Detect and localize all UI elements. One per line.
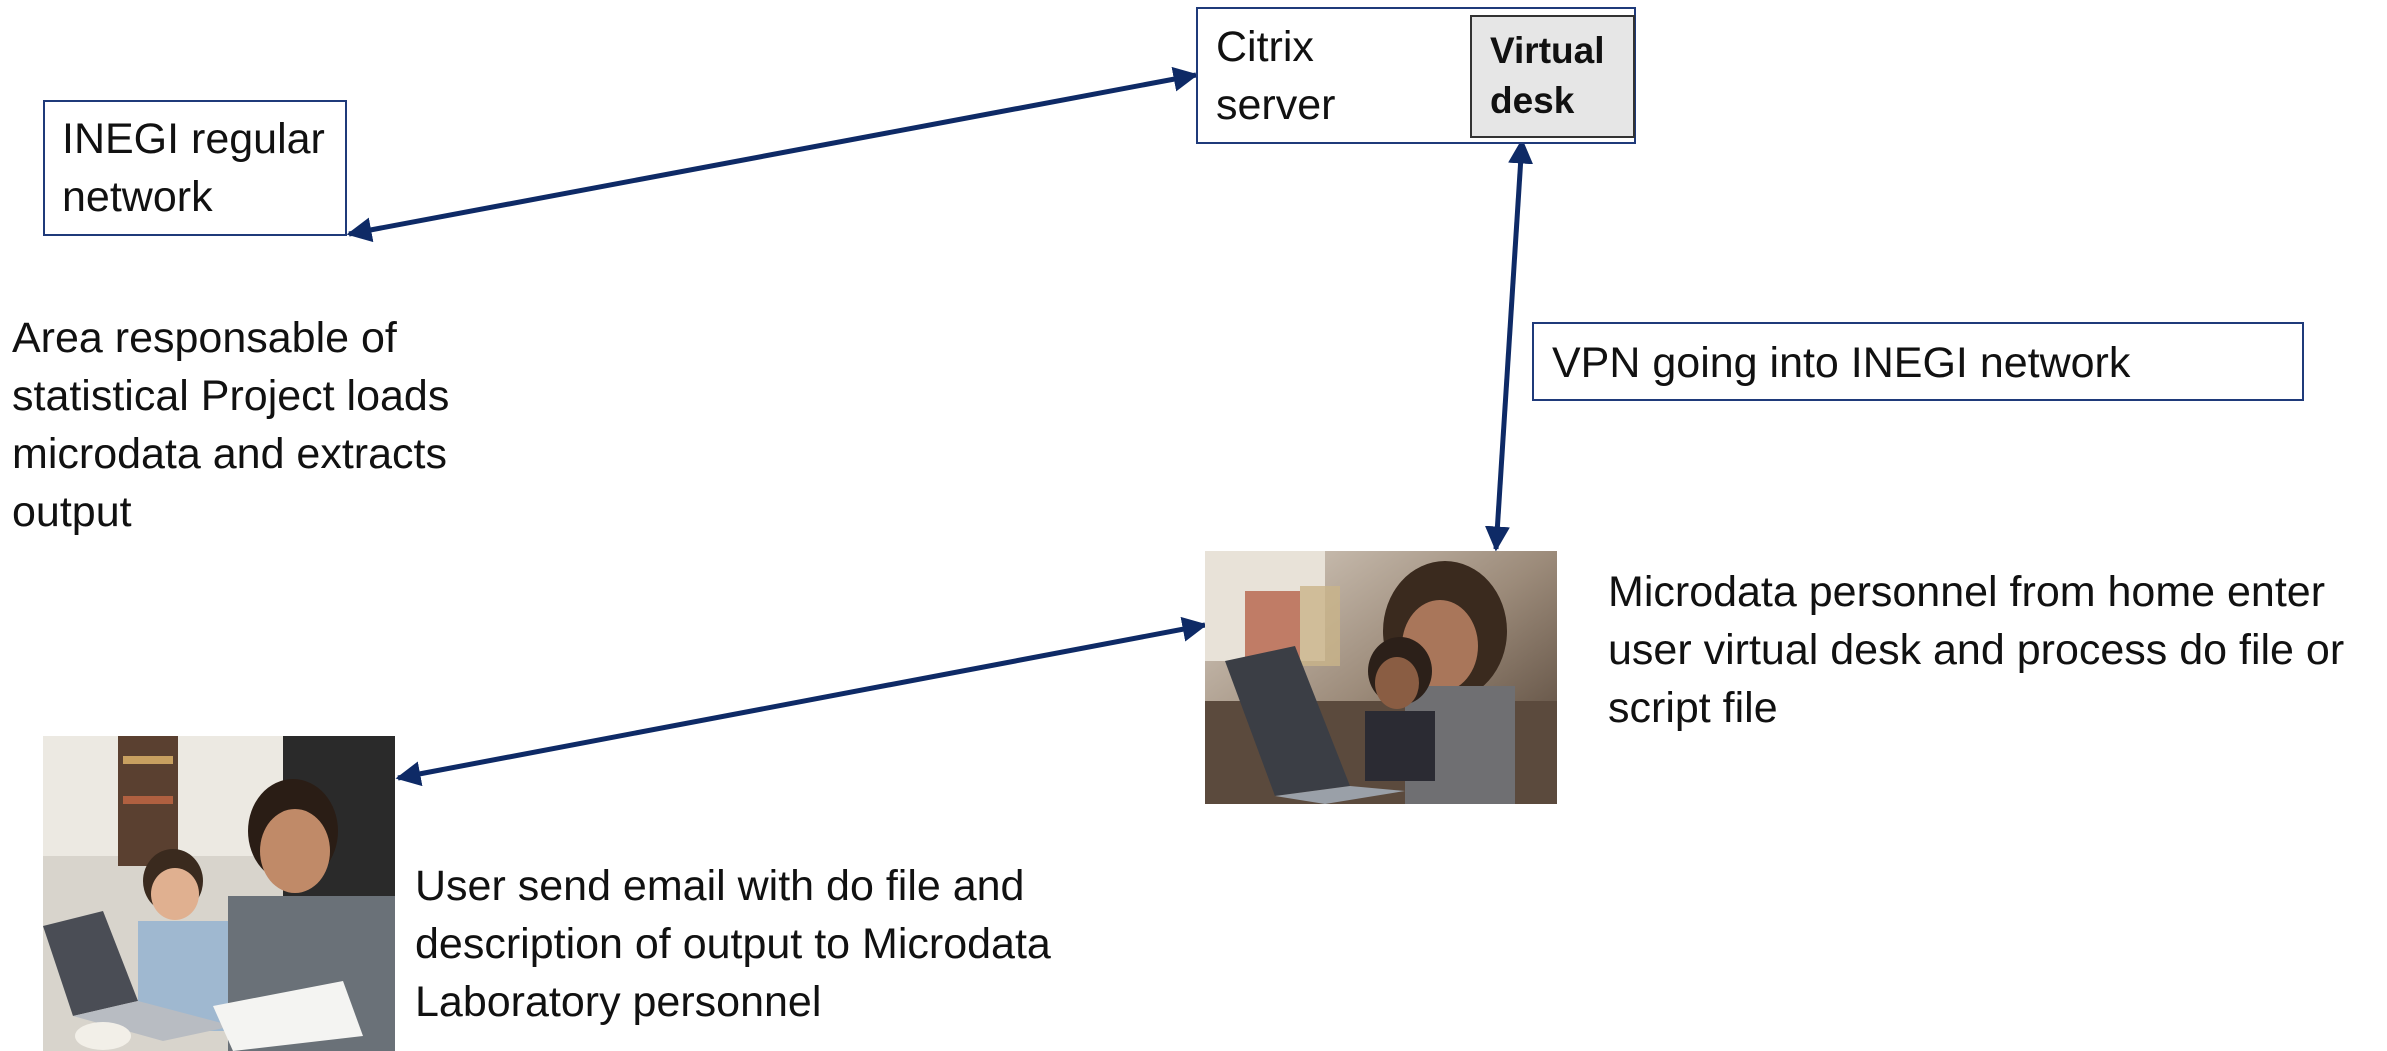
- user-photo: [43, 736, 395, 1051]
- vpn-label: VPN going into INEGI network: [1552, 339, 2131, 387]
- virtual-desk-label: Virtual desk: [1490, 30, 1605, 121]
- area-caption: Area responsable of statistical Project …: [12, 314, 450, 536]
- user-caption: User send email with do file and descrip…: [415, 862, 1051, 1026]
- vpn-box: [1532, 322, 2304, 401]
- inegi-network-box: [43, 100, 347, 236]
- arrow-inegi-citrix: [346, 66, 1199, 243]
- arrow-virtualdesk-personnel: [1484, 138, 1534, 552]
- citrix-server-label: Citrix server: [1216, 23, 1336, 129]
- arrow-personnel-user: [395, 616, 1208, 787]
- woman-and-child-at-laptop-photo: [1205, 551, 1557, 804]
- inegi-network-label: INEGI regular network: [62, 115, 325, 221]
- man-and-child-at-laptop-photo: [43, 736, 395, 1051]
- personnel-photo: [1205, 551, 1557, 804]
- virtual-desk-box: [1470, 15, 1635, 138]
- personnel-caption: Microdata personnel from home enter user…: [1608, 568, 2345, 732]
